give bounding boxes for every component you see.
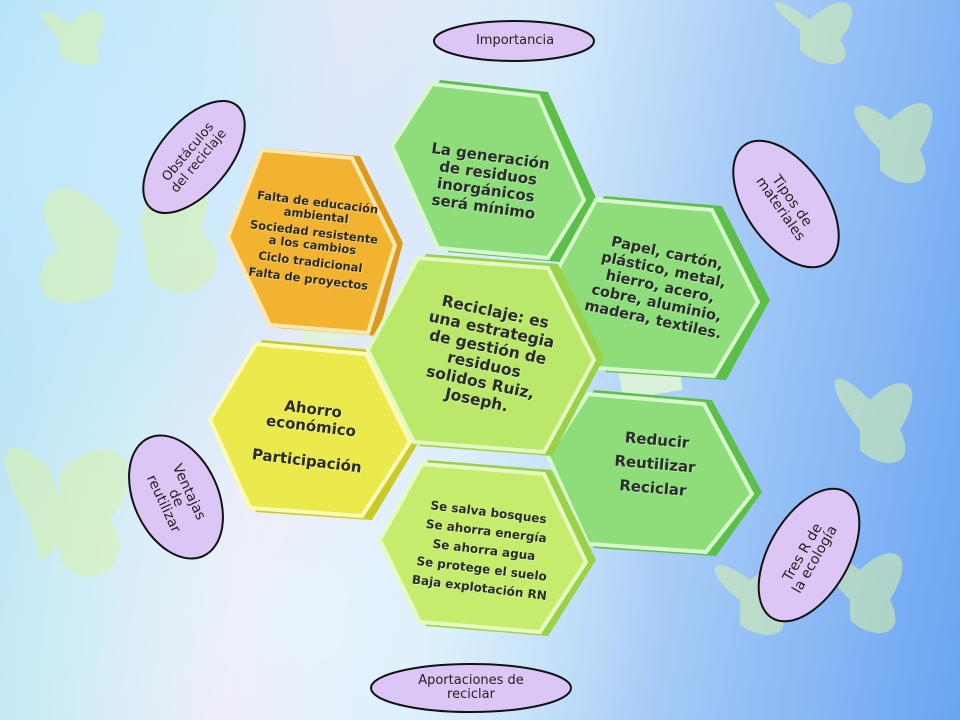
ellipse-importancia [433,20,595,62]
hexagon-face [377,461,589,635]
hexagon-face [225,147,398,336]
hexagon-contributions [377,460,596,636]
butterfly-icon [834,378,913,464]
butterfly-icon [60,449,129,577]
hexagon-center [365,254,604,456]
three-r-item: Reducir [624,428,691,452]
hex-bottom-left-text: Ahorro económico Participación [226,371,394,499]
hexagon-materials [551,196,770,380]
advantage-item: Ahorro económico [265,396,358,441]
hexagon-obstacles [225,147,403,336]
hexagon-face [365,255,597,455]
ellipse-ventajas [128,434,224,560]
hex-bottom-text: Se salva bosques Se ahorra energía Se ah… [398,483,571,618]
ellipse-aportaciones [370,663,572,713]
hex-bottom-right-text: Reducir Reutilizar Reciclar [576,412,733,517]
butterfly-icon [854,103,933,184]
butterfly-icon [5,447,64,560]
ellipse-obstaculos [142,99,246,215]
hexagon-face [545,391,755,555]
three-r-item: Reciclar [618,476,688,500]
hex-top-label: La generación de residuos inorgánicos se… [430,139,551,223]
hex-top-right-label: Papel, cartón, plástico, metal, hierro, … [583,233,728,343]
ellipse-tres-r [757,487,861,623]
three-r-item: Reutilizar [613,451,697,477]
hexagon-face [207,341,413,519]
butterfly-icon [39,187,120,304]
hexagon-advantages [207,340,420,520]
hexagon-three-r [545,390,762,556]
butterfly-icon [774,1,853,64]
butterfly-icon [41,10,105,66]
label-aportaciones: Aportaciones de reciclar [418,673,524,702]
hexagon-importance [389,80,596,262]
label-importancia: Importancia [475,33,555,48]
hexagon-face [389,81,587,261]
advantage-item: Participación [251,444,363,476]
ellipse-shapes [128,20,861,713]
hex-top-left-text: Falta de educación ambiental Sociedad re… [231,167,396,314]
ellipse-tipos [732,139,840,269]
hex-center-label: Reciclaje: es una estrategia de gestión … [424,291,557,416]
